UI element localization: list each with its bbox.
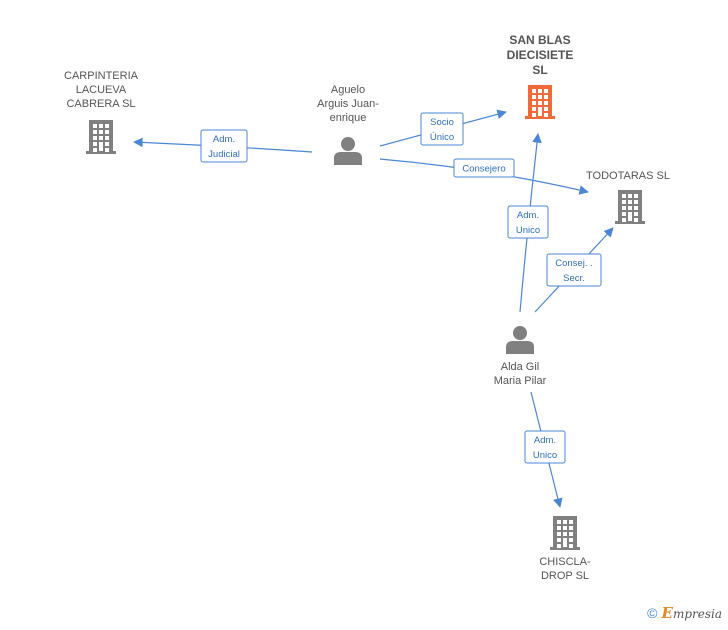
building-icon <box>525 85 555 119</box>
node-label: CHISCLA- <box>539 556 591 568</box>
edge-label-text: Adm. <box>213 134 235 145</box>
edge-label-text: Adm. <box>534 435 556 446</box>
edge-alda-sanblas: Adm. Unico <box>507 133 549 313</box>
edge-label-box[interactable] <box>546 253 602 287</box>
node-label: LACUEVA <box>76 84 127 96</box>
node-label: enrique <box>330 112 367 124</box>
edge-label-text: Consej. . <box>555 258 593 269</box>
copyright-icon: © <box>647 605 658 621</box>
node-label: CARPINTERIA <box>64 70 139 82</box>
node-label: Maria Pilar <box>494 375 547 387</box>
building-icon <box>86 120 116 154</box>
person-icon <box>506 326 534 354</box>
footer-brand: © Empresia <box>647 604 722 622</box>
edge-label-box[interactable] <box>507 205 549 239</box>
edge-label-text: Socio <box>430 117 454 128</box>
edge-alda-todotaras: Consej. . Secr. <box>534 227 614 313</box>
node-carpinteria[interactable]: CARPINTERIA LACUEVA CABRERA SL <box>64 70 139 154</box>
edge-label-box[interactable] <box>453 158 515 178</box>
edge-label-text: Adm. <box>517 210 539 221</box>
building-icon <box>615 190 645 224</box>
edge-label-text: Único <box>430 132 454 143</box>
brand-logo: Empresia <box>661 604 723 622</box>
edge-aguelo-carpinteria: Adm. Judicial <box>133 129 313 163</box>
node-label: Alda Gil <box>501 361 540 373</box>
edge-label-text: Consejero <box>462 164 505 175</box>
person-icon <box>334 137 362 165</box>
edge-alda-chiscla: Adm. Unico <box>524 391 566 508</box>
edge-label-text: Secr. <box>563 273 585 284</box>
node-label: SAN BLAS <box>509 33 570 47</box>
node-label: SL <box>532 63 547 77</box>
node-label: DROP SL <box>541 570 589 582</box>
node-label: Arguis Juan- <box>317 98 379 110</box>
node-label: CABRERA SL <box>66 98 135 110</box>
edge-label-text: Judicial <box>208 149 240 160</box>
edge-label-box[interactable] <box>200 129 248 163</box>
edge-label-text: Unico <box>516 225 540 236</box>
node-label: TODOTARAS SL <box>586 170 670 182</box>
edge-aguelo-todotaras: Consejero <box>379 158 589 195</box>
node-todotaras[interactable]: TODOTARAS SL <box>586 170 670 224</box>
edge-label-text: Unico <box>533 450 557 461</box>
edge-label-box[interactable] <box>420 112 464 146</box>
edge-label-box[interactable] <box>524 430 566 464</box>
building-icon <box>550 516 580 550</box>
node-label: DIECISIETE <box>507 48 574 62</box>
node-chiscla[interactable]: CHISCLA- DROP SL <box>539 516 591 582</box>
node-label: Aguelo <box>331 84 365 96</box>
